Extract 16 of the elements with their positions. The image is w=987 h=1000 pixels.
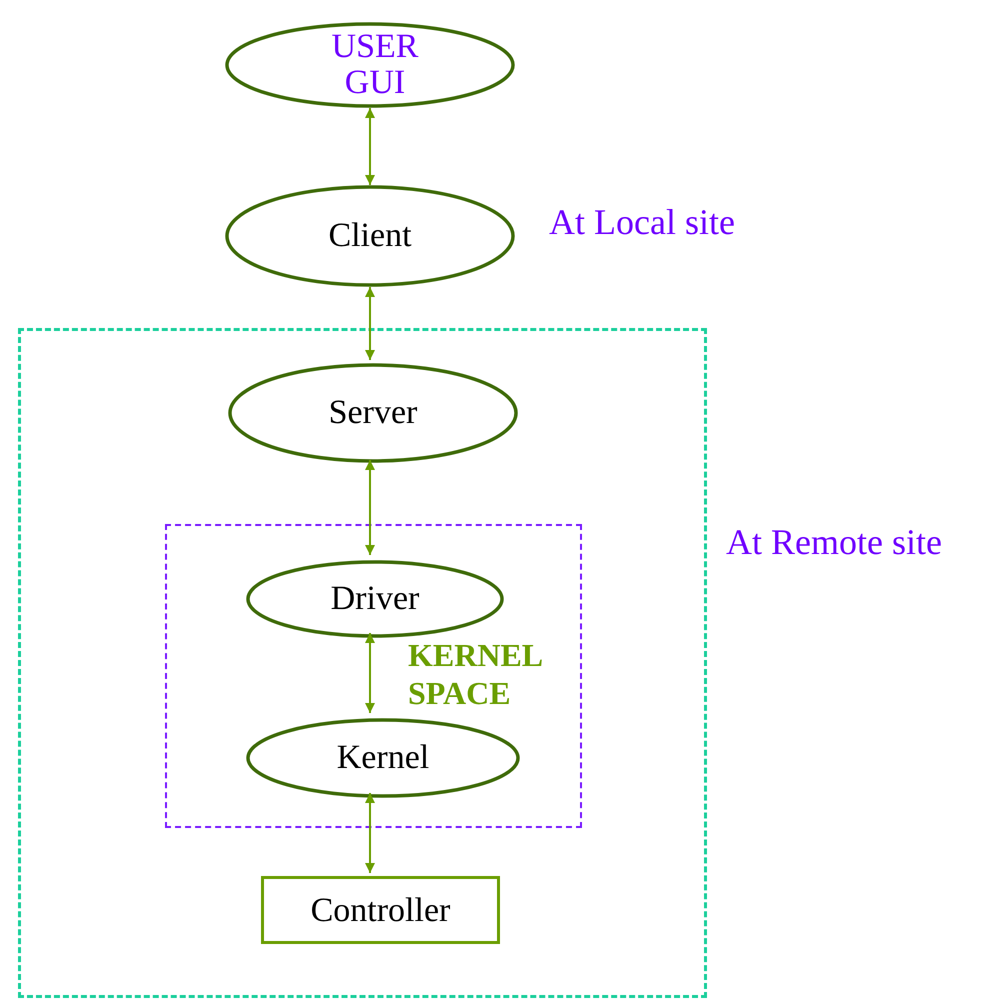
double-arrow	[365, 793, 375, 873]
side-label: At Local site	[549, 201, 735, 244]
node-label: Client	[328, 217, 412, 255]
side-label: At Remote site	[726, 521, 942, 564]
double-arrow	[365, 633, 375, 713]
double-arrow	[365, 460, 375, 555]
double-arrow	[365, 287, 375, 360]
region-label: KERNEL SPACE	[408, 636, 543, 712]
dashed-region	[165, 524, 582, 828]
node-label: Server	[328, 394, 418, 432]
node-label: Kernel	[336, 739, 430, 777]
dashed-region	[18, 328, 707, 998]
process-box: Controller	[261, 876, 500, 944]
node-label: USER GUI	[330, 29, 420, 101]
node-label: Driver	[330, 580, 420, 618]
double-arrow	[365, 108, 375, 185]
